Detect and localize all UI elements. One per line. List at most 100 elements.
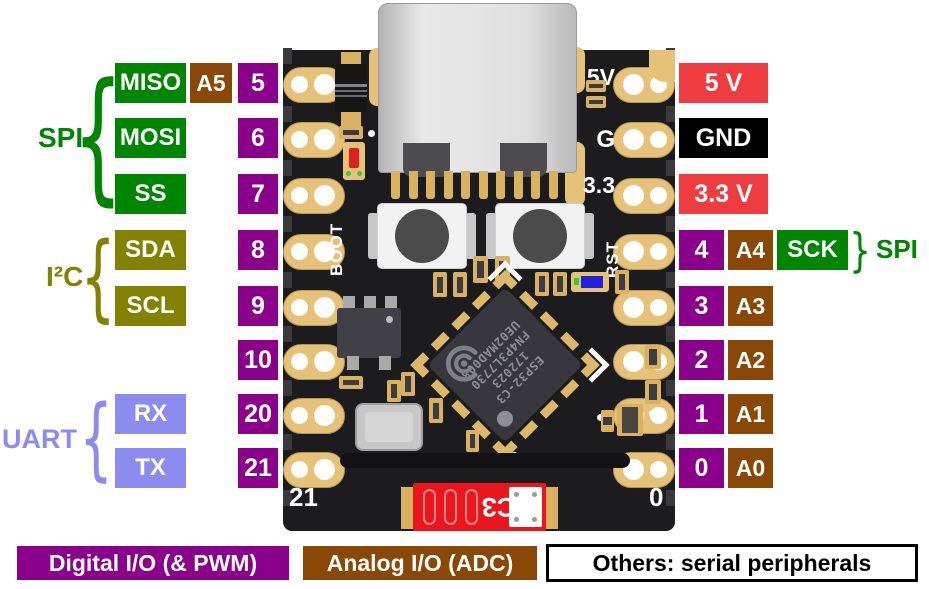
regulator-leg — [343, 296, 355, 310]
pin-label-mosi: MOSI — [115, 118, 186, 158]
usb-contact-finger — [391, 171, 400, 199]
button-tab — [465, 213, 476, 259]
legend-analog-io: Analog I/O (ADC) — [303, 546, 537, 580]
castellation-notch — [666, 434, 675, 450]
usb-contact-finger — [408, 171, 418, 199]
module-shield — [509, 487, 542, 527]
silkscreen-boot: BOOT — [327, 222, 346, 276]
red-led — [349, 148, 359, 168]
pin-label-a3: A3 — [728, 286, 773, 326]
pin-pad-right — [613, 290, 675, 326]
castellation-notch — [666, 106, 675, 122]
pin-pad-left — [283, 398, 345, 434]
pcb-board: 5V G 3.3 BOOT RST — [283, 3, 675, 531]
smd-capacitor — [433, 272, 447, 297]
via-dot — [597, 414, 604, 421]
castellation-notch — [283, 490, 292, 506]
pin-pad-left — [283, 122, 345, 158]
usb-contact-finger — [443, 171, 453, 199]
uart-group-label: UART — [2, 424, 77, 454]
pin-pad-left — [283, 178, 345, 214]
pin-pad-right — [613, 122, 675, 158]
via-dot — [649, 410, 656, 417]
castellation-notch — [666, 272, 675, 288]
blue-led — [581, 276, 603, 288]
smd-resistor — [601, 410, 614, 432]
via-dot — [368, 130, 375, 137]
smd-resistor — [553, 272, 567, 296]
castellation-notch — [666, 326, 675, 342]
usb-contact-finger — [496, 171, 505, 199]
smd-resistor — [645, 380, 661, 404]
smd-resistor — [586, 80, 606, 92]
castellation-notch — [666, 490, 675, 506]
usb-contact-finger — [531, 171, 540, 199]
castellation-notch — [283, 216, 292, 232]
pin-number-7: 7 — [238, 174, 278, 214]
button-tab — [368, 213, 379, 259]
silkscreen-0: 0 — [649, 482, 664, 512]
pin-label-33v: 3.3 V — [679, 174, 768, 214]
castellation-notch — [283, 106, 292, 122]
pin-number-4: 4 — [679, 230, 724, 270]
pin-label-a5: A5 — [190, 63, 232, 103]
smd-capacitor — [453, 272, 467, 297]
smd-resistor — [615, 270, 629, 294]
silkscreen-21: 21 — [289, 482, 318, 512]
bottom-pad-row — [340, 453, 630, 468]
pin-number-21: 21 — [238, 448, 278, 488]
spi-right-brace: } — [849, 223, 871, 278]
boot-button[interactable] — [377, 203, 467, 269]
pin-number-3: 3 — [679, 286, 724, 326]
pin-number-9: 9 — [238, 286, 278, 326]
pin-number-6: 6 — [238, 118, 278, 158]
pin-number-0: 0 — [679, 448, 724, 488]
pin-label-a0: A0 — [728, 448, 773, 488]
pin-label-scl: SCL — [115, 286, 186, 326]
smd-resistor — [387, 380, 401, 402]
pin-label-sck: SCK — [777, 230, 848, 270]
usb-contact-finger — [426, 171, 435, 199]
esp32-c3-chip: ESP32-C3 172023 FN4P3L7730 UE02MAD008 — [427, 287, 583, 443]
castellation-notch — [283, 326, 292, 342]
pin-label-a1: A1 — [728, 394, 773, 434]
castellation-notch — [666, 380, 675, 396]
regulator-leg — [379, 356, 391, 370]
status-led-pad — [571, 272, 609, 292]
pin-pad-left — [283, 234, 345, 270]
smd-resistor — [339, 126, 363, 139]
pin-label-a2: A2 — [728, 340, 773, 380]
smd-resistor — [645, 345, 661, 369]
pin-pad-left — [283, 344, 345, 380]
silkscreen-rst: RST — [603, 241, 622, 278]
smd-ic-pad — [617, 404, 643, 436]
castellation-notch — [283, 272, 292, 288]
pin-pad-left — [283, 452, 345, 488]
pin-number-8: 8 — [238, 230, 278, 270]
pin-label-sda: SDA — [115, 230, 186, 270]
pin-label-miso: MISO — [115, 63, 186, 103]
smd-capacitor — [473, 256, 488, 283]
reset-button[interactable] — [495, 203, 585, 269]
regulator-leg — [347, 356, 359, 370]
pin-label-ss: SS — [115, 174, 186, 214]
pin-pad-right — [613, 344, 675, 380]
spi-left-brace: { — [72, 53, 124, 220]
castellation-notch — [283, 48, 292, 64]
module-pad — [544, 487, 558, 529]
smd-capacitor — [429, 398, 443, 423]
spi-right-group-label: SPI — [876, 234, 918, 264]
usb-contact-finger — [478, 171, 488, 199]
silkscreen-33: 3.3 — [583, 172, 615, 198]
diode-pad — [341, 52, 361, 66]
pin-label-rx: RX — [115, 394, 186, 434]
castellation-notch — [666, 216, 675, 232]
pin-label-5v: 5 V — [679, 63, 768, 103]
diode-pad — [341, 110, 361, 126]
crystal-oscillator — [355, 403, 423, 451]
corner-pad — [649, 50, 675, 82]
castellation-notch — [283, 380, 292, 396]
diode-body — [335, 64, 367, 112]
smd-resistor — [339, 376, 363, 389]
